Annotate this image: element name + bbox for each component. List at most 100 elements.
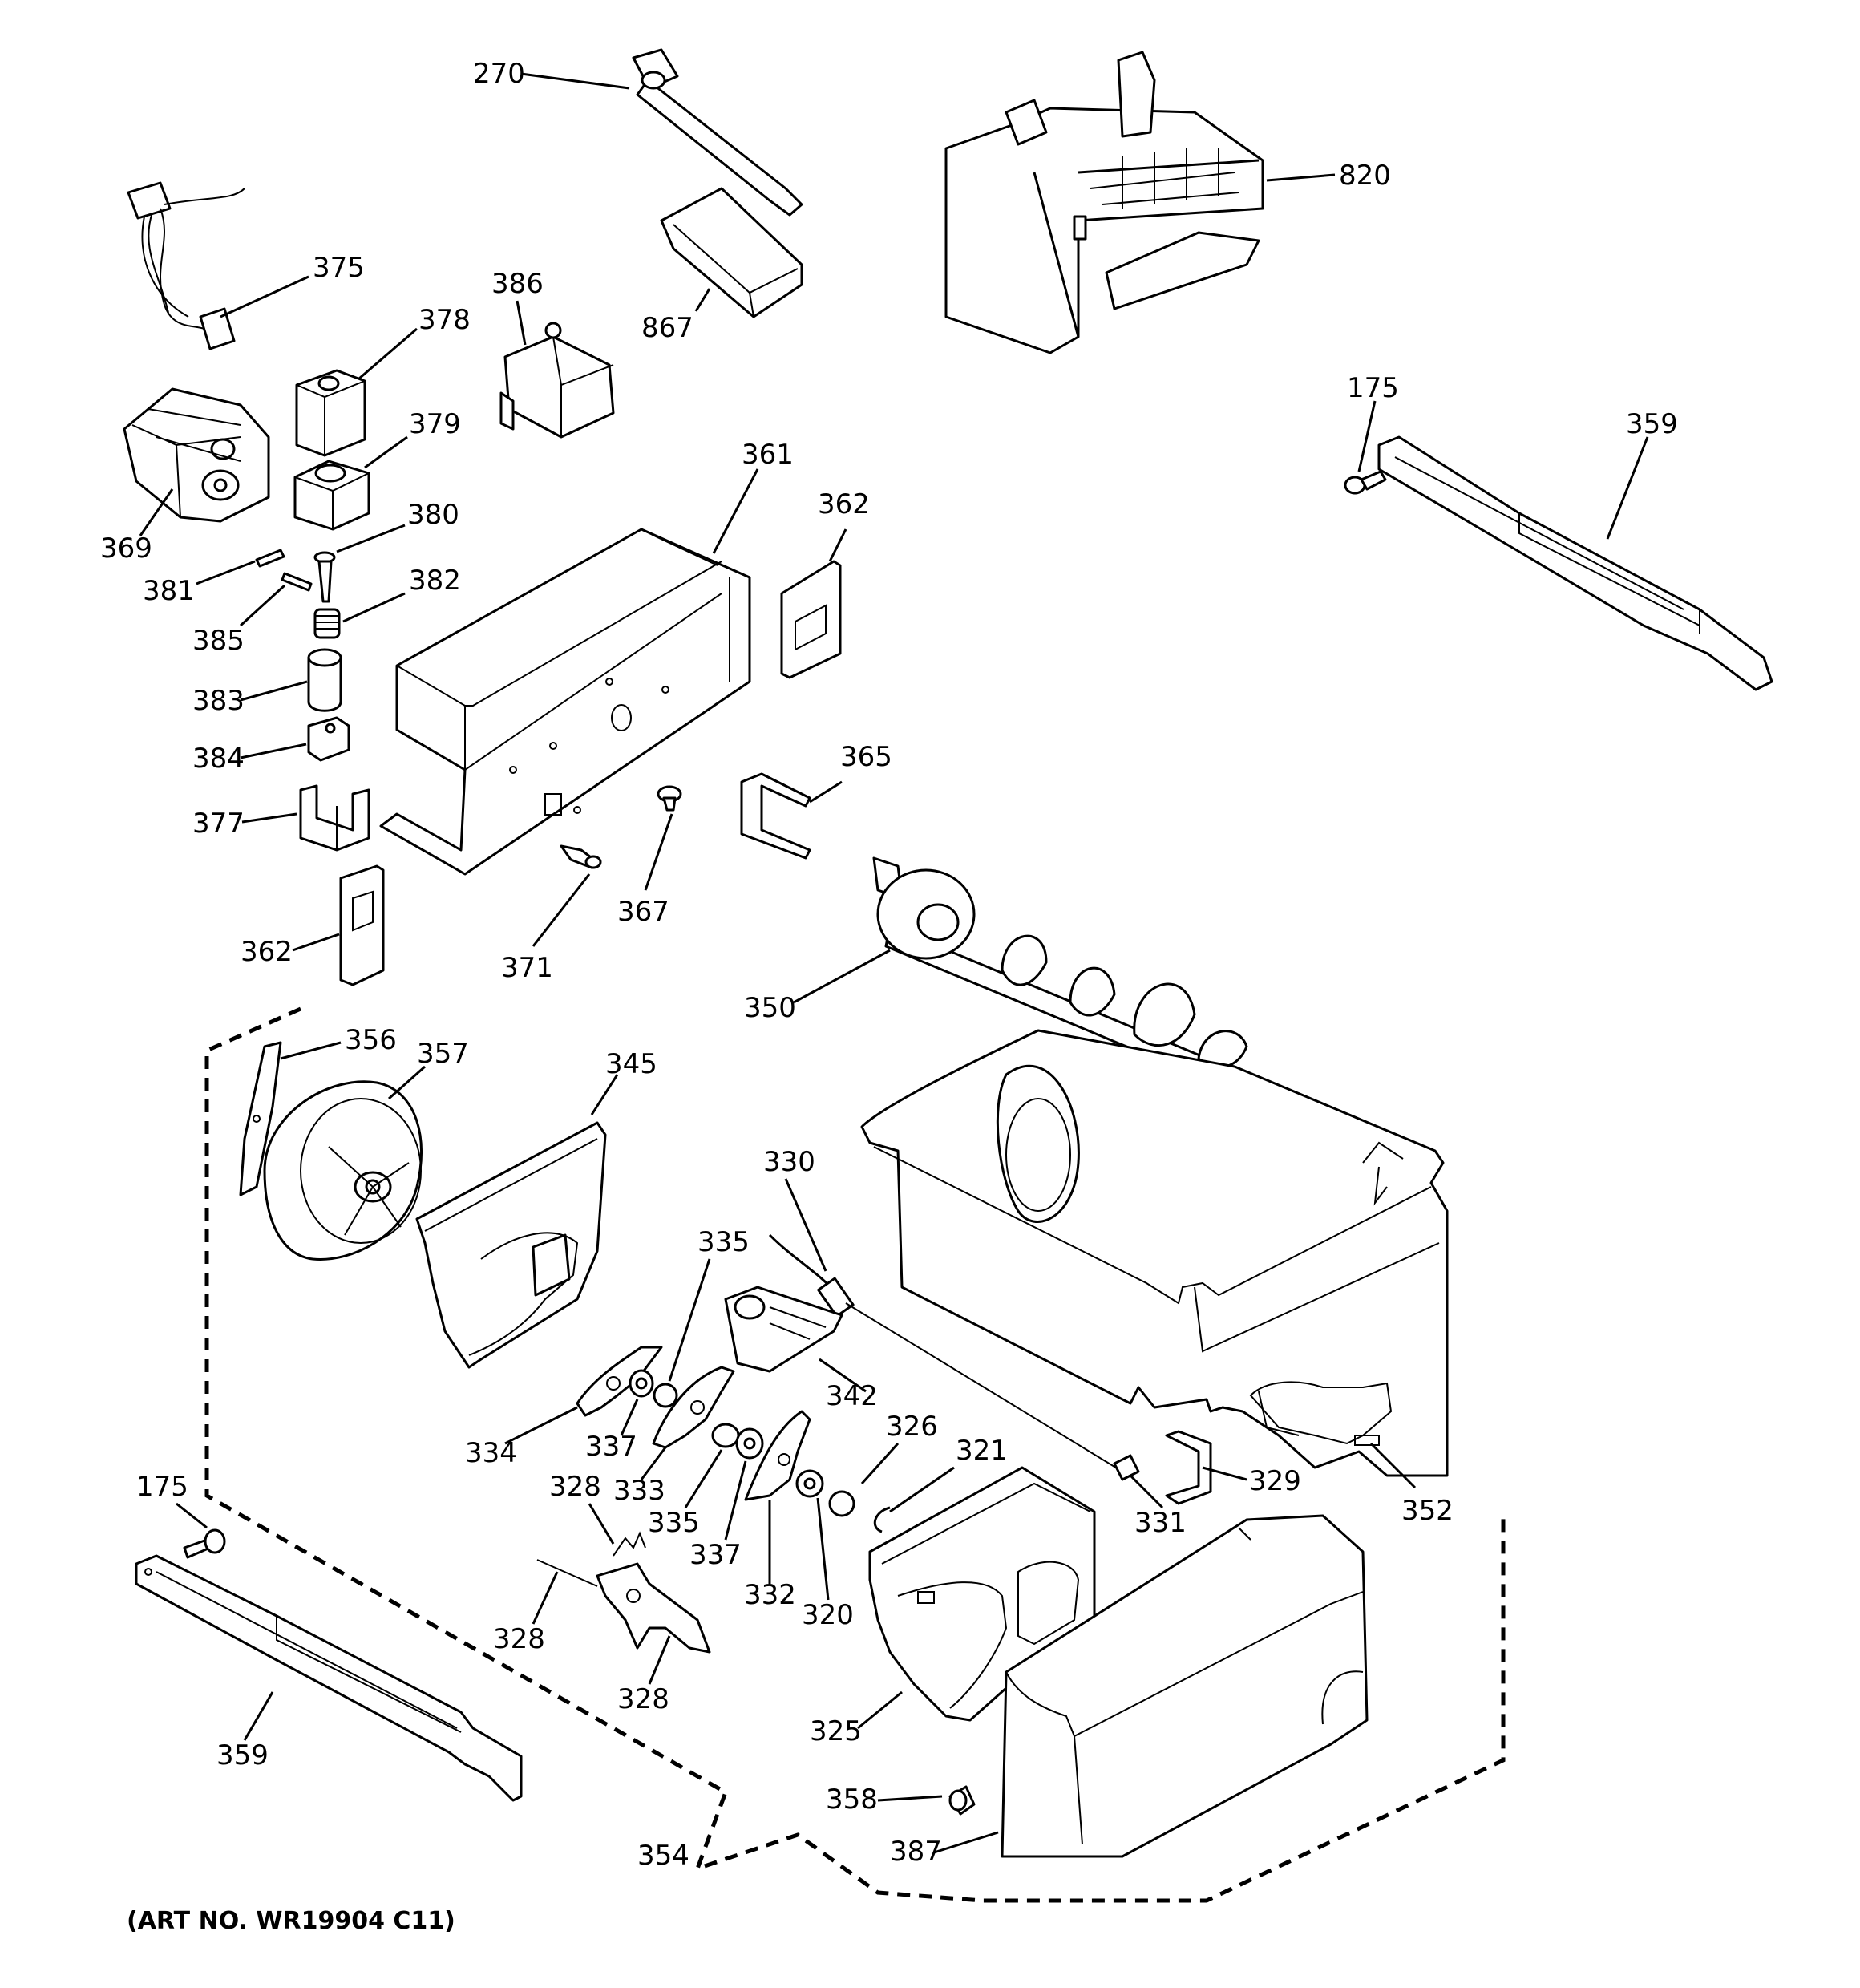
part-383-cylinder bbox=[307, 648, 342, 712]
part-377-bracket bbox=[299, 784, 370, 852]
part-329-handle bbox=[1165, 1430, 1212, 1505]
label-379: 379 bbox=[409, 408, 461, 440]
part-361-housing bbox=[379, 528, 751, 876]
part-328-pin bbox=[536, 1559, 598, 1587]
label-365: 365 bbox=[840, 741, 892, 773]
label-386: 386 bbox=[491, 268, 544, 300]
label-326: 326 bbox=[886, 1411, 938, 1443]
part-381-rod bbox=[255, 549, 285, 568]
label-333: 333 bbox=[613, 1475, 665, 1507]
label-384: 384 bbox=[192, 743, 245, 775]
part-328-lever bbox=[596, 1562, 711, 1654]
part-332-cam bbox=[744, 1410, 811, 1501]
part-175-screw-top bbox=[1344, 470, 1387, 495]
part-386-relay bbox=[499, 322, 615, 439]
label-867: 867 bbox=[641, 312, 693, 344]
label-328-b: 328 bbox=[493, 1623, 545, 1655]
part-356-blade bbox=[239, 1041, 282, 1196]
label-335-a: 335 bbox=[698, 1226, 750, 1258]
label-352: 352 bbox=[1401, 1495, 1454, 1527]
part-820-ice-maker bbox=[944, 51, 1264, 354]
part-867-tray bbox=[660, 187, 803, 318]
label-359-bottom: 359 bbox=[216, 1739, 269, 1771]
part-365-clip bbox=[740, 772, 811, 860]
label-175-bottom: 175 bbox=[136, 1471, 188, 1503]
assembly-boundary-dashed-line bbox=[204, 1006, 1506, 1903]
label-387: 387 bbox=[890, 1836, 942, 1868]
part-321-clip-ring bbox=[873, 1506, 891, 1533]
label-320: 320 bbox=[802, 1599, 854, 1631]
label-329: 329 bbox=[1249, 1465, 1301, 1497]
label-335-b: 335 bbox=[648, 1507, 700, 1539]
label-331: 331 bbox=[1134, 1507, 1187, 1539]
art-number-caption: (ART NO. WR19904 C11) bbox=[127, 1907, 455, 1935]
part-335-washer-a bbox=[653, 1383, 678, 1408]
label-321: 321 bbox=[956, 1435, 1008, 1467]
part-382-spring bbox=[313, 608, 341, 639]
label-175-top: 175 bbox=[1347, 372, 1399, 404]
part-350-auger bbox=[872, 856, 1248, 1088]
label-377: 377 bbox=[192, 808, 245, 840]
label-337-b: 337 bbox=[689, 1539, 742, 1571]
part-337-bushing-a bbox=[629, 1369, 654, 1398]
label-356: 356 bbox=[345, 1024, 397, 1056]
label-362-bottom: 362 bbox=[241, 936, 293, 968]
part-326-ring bbox=[828, 1490, 855, 1517]
label-328-c: 328 bbox=[617, 1683, 669, 1715]
label-330: 330 bbox=[763, 1146, 815, 1178]
label-380: 380 bbox=[407, 499, 459, 531]
part-362-plate-top bbox=[780, 560, 842, 679]
part-387-cover bbox=[1001, 1514, 1369, 1858]
label-375: 375 bbox=[313, 252, 365, 284]
part-342-bracket bbox=[724, 1286, 843, 1373]
part-359-rail-top bbox=[1377, 435, 1773, 691]
part-362-plate-bottom bbox=[339, 864, 385, 986]
part-358-screw bbox=[948, 1785, 976, 1816]
label-820: 820 bbox=[1339, 160, 1391, 192]
part-330-rod bbox=[768, 1233, 1123, 1472]
part-337-bushing-b bbox=[735, 1427, 764, 1460]
part-333-cam bbox=[652, 1366, 735, 1449]
label-362-top: 362 bbox=[818, 488, 870, 520]
label-342: 342 bbox=[826, 1380, 878, 1412]
label-328-a: 328 bbox=[549, 1471, 601, 1503]
label-385: 385 bbox=[192, 625, 245, 657]
label-382: 382 bbox=[409, 565, 461, 597]
label-354: 354 bbox=[637, 1840, 689, 1872]
part-371-screw bbox=[560, 844, 602, 869]
part-385-rod bbox=[281, 572, 313, 592]
label-270: 270 bbox=[473, 58, 525, 90]
part-375-wire-harness bbox=[127, 181, 245, 350]
label-357: 357 bbox=[417, 1038, 469, 1070]
label-332: 332 bbox=[744, 1579, 796, 1611]
label-359-top: 359 bbox=[1626, 408, 1678, 440]
part-359-rail-bottom bbox=[135, 1554, 523, 1802]
label-334: 334 bbox=[465, 1437, 517, 1469]
label-367: 367 bbox=[617, 896, 669, 928]
label-358: 358 bbox=[826, 1784, 878, 1816]
part-380-pin bbox=[313, 551, 336, 603]
label-369: 369 bbox=[100, 532, 152, 565]
part-320-bushing bbox=[795, 1469, 824, 1498]
label-361: 361 bbox=[742, 439, 794, 471]
part-378-solenoid bbox=[295, 369, 366, 457]
part-328-spring bbox=[613, 1531, 646, 1557]
part-357-fan bbox=[263, 1080, 423, 1261]
part-334-cam bbox=[576, 1346, 663, 1417]
label-383: 383 bbox=[192, 685, 245, 717]
part-331-clip bbox=[1113, 1454, 1140, 1481]
part-384-clip bbox=[307, 716, 350, 762]
part-175-screw-bottom bbox=[183, 1528, 226, 1559]
part-369-motor bbox=[123, 387, 270, 523]
label-337-a: 337 bbox=[585, 1431, 637, 1463]
label-378: 378 bbox=[418, 304, 471, 336]
label-350: 350 bbox=[744, 992, 796, 1024]
part-379-block bbox=[293, 460, 370, 531]
part-367-screw bbox=[657, 785, 682, 812]
part-335-washer-b bbox=[711, 1423, 740, 1448]
label-325: 325 bbox=[810, 1715, 862, 1747]
label-371: 371 bbox=[501, 952, 553, 984]
part-352-ice-bucket bbox=[860, 1029, 1449, 1477]
label-381: 381 bbox=[143, 575, 195, 607]
